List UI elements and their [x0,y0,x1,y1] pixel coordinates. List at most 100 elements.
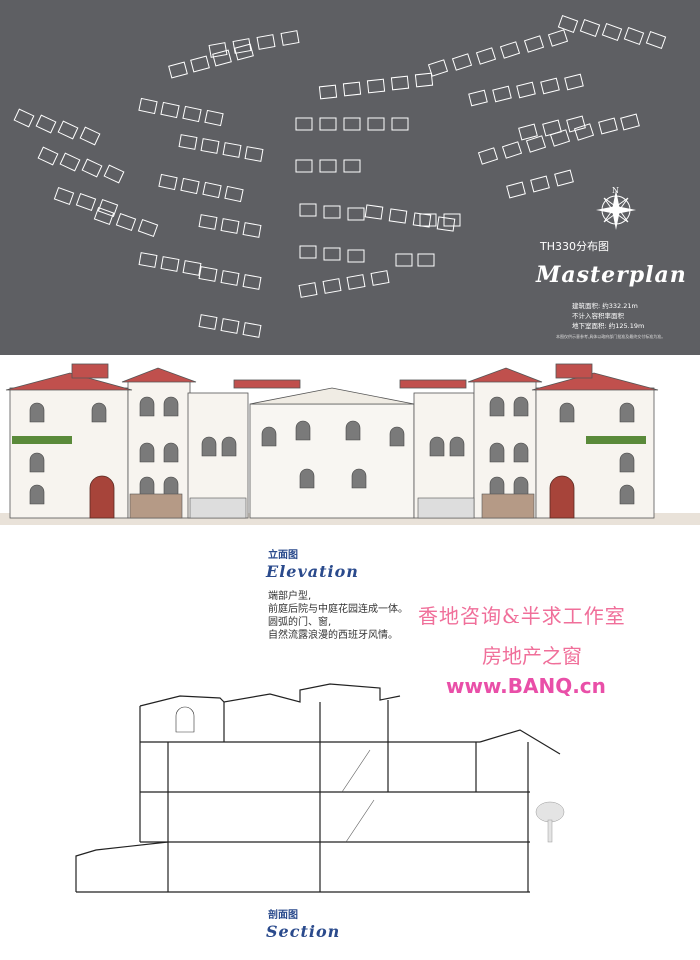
house-plot [202,181,222,199]
house-plot [37,146,59,166]
house-plot [620,113,640,131]
house-plot [208,42,228,58]
elevation-window [261,426,277,447]
house-plot [198,266,218,282]
house-plot [160,256,180,272]
house-plot [200,138,220,154]
elevation-window [619,402,635,423]
house-plot [475,47,497,65]
elevation-window [351,468,367,489]
house-plot [180,177,200,195]
house-plot [103,164,125,184]
house-plot [75,192,97,212]
house-plot [178,134,198,150]
house-plot [414,72,434,88]
house-plot [299,203,317,217]
house-plot [158,173,178,191]
house-plot [468,89,488,107]
house-plot [417,253,435,267]
elevation-window [619,484,635,505]
house-plot [451,53,473,71]
house-plot [160,101,180,119]
watermark-line-2: 房地产之窗 [482,644,582,668]
elevation-window [29,452,45,473]
elevation-window [201,436,217,457]
house-plot [323,247,341,261]
house-plot [212,49,232,67]
house-plot [298,282,318,298]
house-plot [540,77,560,95]
compass-rose [596,190,636,230]
section-caption-cn: 剖面图 [268,910,298,921]
house-plot [79,126,101,146]
elevation-window [91,402,107,423]
elevation-window [489,476,505,497]
house-plot [388,208,408,224]
elevation-window [163,396,179,417]
house-plot [137,218,159,238]
elevation-window [295,420,311,441]
elevation-drawing [0,363,700,525]
elevation-window [29,484,45,505]
watermark-line-1: 香地咨询&半求工作室 [418,604,626,628]
house-plot [523,35,545,53]
house-plot [295,159,313,173]
stat-far: 不计入容积率面积 [572,312,624,320]
section-drawing [75,683,565,893]
elevation-window [429,436,445,457]
house-plot [645,30,667,50]
house-plot [319,117,337,131]
masterplan-script-title: Masterplan [536,262,687,288]
house-plot [220,270,240,286]
house-plot [244,146,264,162]
house-plot [232,38,252,54]
elevation-caption-cn: 立面图 [268,550,298,561]
description-line: 前庭后院与中庭花园连成一体。 [268,604,408,615]
house-plot [35,114,57,134]
house-plot [412,212,432,228]
description-line: 端部户型, [268,591,312,602]
house-plot [319,159,337,173]
elevation-window [559,402,575,423]
masterplan-title: TH330分布图 [540,240,609,253]
house-plot [168,61,188,79]
elevation-window [163,476,179,497]
house-plot [182,105,202,123]
house-plot [204,109,224,127]
house-plot [367,117,385,131]
house-plot [59,152,81,172]
house-plot [525,135,547,153]
elevation-window [513,396,529,417]
house-plot [419,213,437,227]
house-plot [492,85,512,103]
house-plot [366,78,386,94]
stat-area: 建筑面积: 约332.21m [572,302,638,310]
stat-basement: 地下室面积: 约125.19m [572,322,645,330]
house-plot [623,26,645,46]
house-plot [390,75,410,91]
elevation-window [163,442,179,463]
house-plot [323,205,341,219]
house-plot [242,322,262,338]
house-plot [427,59,449,77]
house-plot [198,214,218,230]
house-plot [342,81,362,97]
elevation-window [139,442,155,463]
house-plot [557,14,579,34]
house-plot [256,34,276,50]
house-plot [547,29,569,47]
watermark-url: www.BANQ.cn [446,674,606,698]
house-plot [13,108,35,128]
masterplan-panel: N TH330分布图 Masterplan 建筑面积: 约332.21m 不计入… [0,0,700,355]
house-plot [53,186,75,206]
house-plot [299,245,317,259]
compass-north-label: N [612,186,619,195]
house-plot [477,147,499,165]
house-plot [516,81,536,99]
elevation-window [221,436,237,457]
house-plot [564,73,584,91]
house-plot [347,207,365,221]
house-plot [530,175,550,193]
elevation-window [389,426,405,447]
elevation-window [29,402,45,423]
